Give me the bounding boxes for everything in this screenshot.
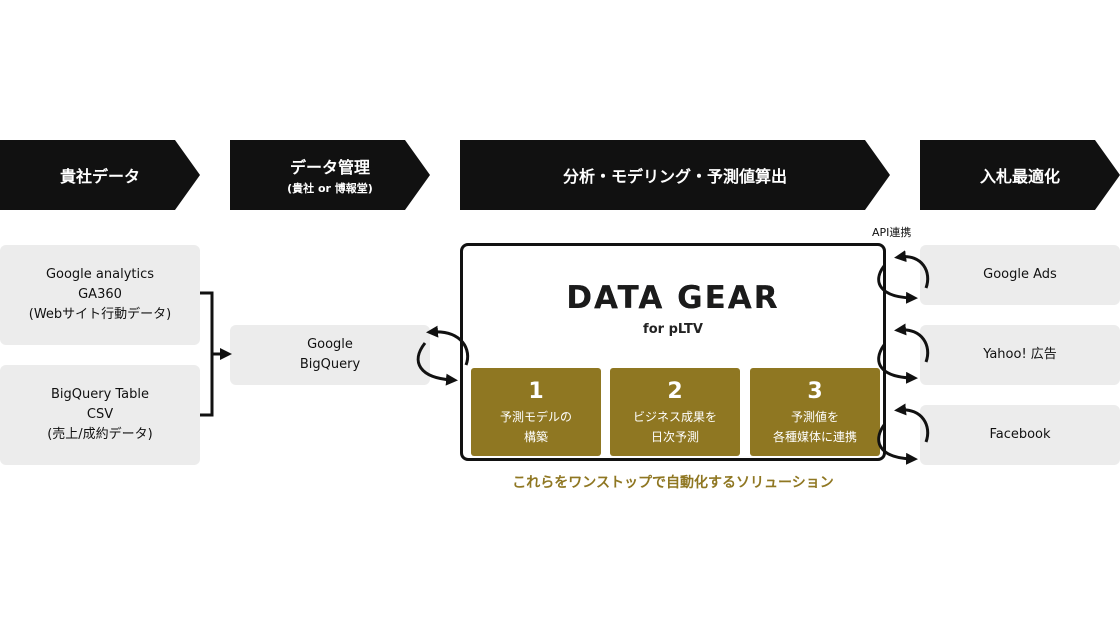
header-bid-optimization: 入札最適化 (920, 140, 1120, 210)
step-1-number: 1 (528, 379, 544, 404)
header-company-data: 貴社データ (0, 140, 200, 210)
dest-google-ads-label: Google Ads (983, 267, 1057, 282)
storage-bigquery: Google BigQuery (230, 325, 430, 385)
storage-line2: BigQuery (299, 357, 361, 372)
step-1-line1: 予測モデルの (499, 410, 572, 424)
api-arrow-facebook-top (894, 403, 930, 443)
header-data-management-sub: (貴社 or 博報堂) (287, 182, 373, 195)
header-data-management: データ管理 (貴社 or 博報堂) (230, 140, 430, 210)
header-bid-optimization-label: 入札最適化 (979, 167, 1060, 186)
api-arrow-yahoo-bottom (877, 344, 918, 384)
step-2-line1: ビジネス成果を (632, 410, 717, 424)
source-table-line3: (売上/成約データ) (47, 427, 153, 442)
source-table-line1: BigQuery Table (50, 387, 150, 402)
step-3-line2: 各種媒体に連携 (772, 430, 857, 444)
step-2-line2: 日次予測 (650, 430, 699, 444)
api-arrow-yahoo-top (894, 323, 930, 363)
source-table-line2: CSV (86, 407, 114, 422)
source-ga-line2: GA360 (78, 287, 122, 302)
header-company-data-label: 貴社データ (59, 167, 140, 186)
data-gear-subtitle: for pLTV (643, 322, 703, 337)
source-ga-line3: (Webサイト行動データ) (28, 307, 172, 322)
step-2-number: 2 (667, 379, 683, 404)
data-gear-logo: DATA GEAR (463, 280, 883, 316)
api-link-label: API連携 (872, 226, 912, 239)
step-2: 2 ビジネス成果を 日次予測 (610, 368, 740, 456)
header-data-management-label: データ管理 (289, 158, 370, 177)
api-arrow-facebook-bottom (877, 424, 918, 465)
data-gear-frame: DATA GEAR for pLTV 1 予測モデルの 構築 2 ビジネス成果を… (460, 243, 886, 461)
step-1: 1 予測モデルの 構築 (471, 368, 601, 456)
dest-yahoo-ads-label: Yahoo! 広告 (983, 347, 1057, 362)
solution-tagline: これらをワンストップで自動化するソリューション (512, 475, 834, 491)
dest-facebook: Facebook (920, 405, 1120, 465)
step-3-line1: 予測値を (790, 410, 839, 424)
source-ga: Google analytics GA360 (Webサイト行動データ) (0, 245, 200, 345)
source-bigquery-table: BigQuery Table CSV (売上/成約データ) (0, 365, 200, 465)
storage-line1: Google (307, 337, 353, 352)
sync-arrow-top (426, 325, 470, 366)
api-arrow-google-top (894, 250, 930, 289)
sync-arrow-bottom (416, 342, 458, 386)
source-ga-line1: Google analytics (45, 267, 155, 282)
api-arrow-google-bottom (877, 265, 918, 304)
step-3: 3 予測値を 各種媒体に連携 (750, 368, 880, 456)
dest-facebook-label: Facebook (989, 427, 1051, 442)
header-analysis: 分析・モデリング・予測値算出 (460, 140, 890, 210)
header-analysis-label: 分析・モデリング・予測値算出 (562, 167, 787, 186)
dest-google-ads: Google Ads (920, 245, 1120, 305)
step-1-line2: 構築 (523, 430, 548, 444)
merge-bracket (200, 291, 214, 417)
step-3-number: 3 (807, 379, 823, 404)
dest-yahoo-ads: Yahoo! 広告 (920, 325, 1120, 385)
